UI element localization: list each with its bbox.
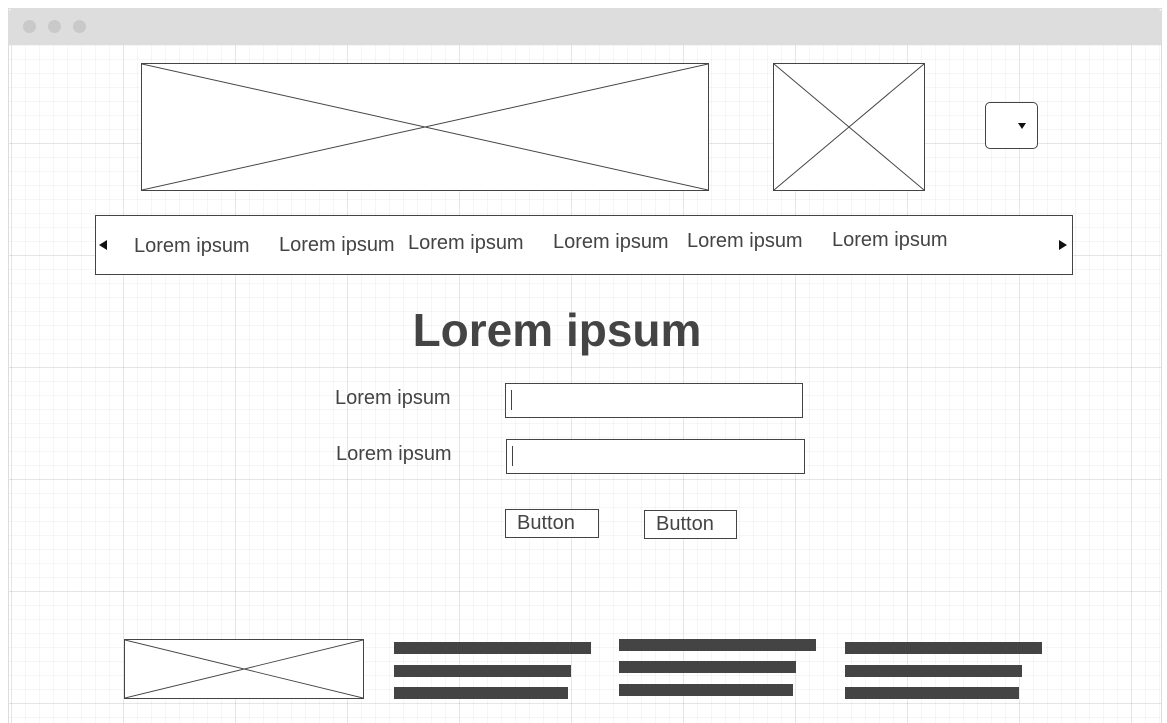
window-minimize-dot[interactable] — [48, 20, 61, 33]
text-input-1[interactable] — [505, 383, 803, 418]
text-cursor — [512, 446, 513, 466]
field-label-1: Lorem ipsum — [335, 387, 451, 409]
triangle-left-icon[interactable] — [99, 240, 107, 250]
triangle-right-icon[interactable] — [1059, 240, 1067, 250]
tab-3[interactable]: Lorem ipsum — [408, 232, 524, 254]
window-titlebar — [9, 9, 1161, 45]
text-line-placeholder — [845, 687, 1019, 699]
text-line-placeholder — [619, 661, 796, 673]
tab-6[interactable]: Lorem ipsum — [832, 229, 948, 251]
window-close-dot[interactable] — [23, 20, 36, 33]
tab-2[interactable]: Lorem ipsum — [279, 234, 395, 256]
tab-5[interactable]: Lorem ipsum — [687, 230, 803, 252]
tab-4[interactable]: Lorem ipsum — [553, 231, 669, 253]
text-line-placeholder — [394, 687, 568, 699]
image-placeholder-icon — [125, 640, 363, 698]
text-cursor — [511, 390, 512, 410]
tab-bar: Lorem ipsum Lorem ipsum Lorem ipsum Lore… — [95, 215, 1073, 275]
browser-window: Lorem ipsum Lorem ipsum Lorem ipsum Lore… — [8, 8, 1162, 723]
window-maximize-dot[interactable] — [73, 20, 86, 33]
text-line-placeholder — [845, 665, 1022, 677]
text-line-placeholder — [619, 639, 816, 651]
logo-image-placeholder — [773, 63, 925, 191]
primary-button[interactable]: Button — [505, 509, 599, 538]
text-line-placeholder — [394, 642, 591, 654]
caret-down-icon — [1018, 123, 1026, 129]
dropdown-select[interactable] — [985, 102, 1038, 149]
footer-image-placeholder — [124, 639, 364, 699]
text-line-placeholder — [845, 642, 1042, 654]
banner-image-placeholder — [141, 63, 709, 191]
field-label-2: Lorem ipsum — [336, 443, 452, 465]
text-line-placeholder — [619, 684, 793, 696]
image-placeholder-icon — [774, 64, 924, 190]
text-input-2[interactable] — [506, 439, 805, 474]
page-title: Lorem ipsum — [412, 304, 702, 356]
tab-1[interactable]: Lorem ipsum — [134, 235, 250, 257]
image-placeholder-icon — [142, 64, 708, 190]
secondary-button[interactable]: Button — [644, 510, 737, 539]
text-line-placeholder — [394, 665, 571, 677]
